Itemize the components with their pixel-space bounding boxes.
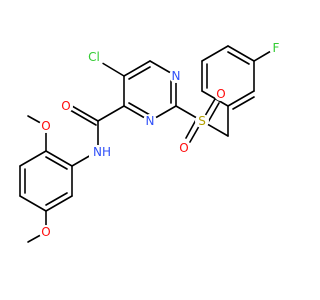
sulfonyl-oxygen-2-label: O (216, 87, 225, 101)
label-bg-o-s2 (214, 87, 228, 101)
bond-camide-o (71, 105, 99, 122)
bond-c5-c6-inner (128, 66, 151, 80)
bond-fph-3-inner (227, 51, 250, 65)
label-bg-n1 (169, 69, 183, 83)
bond-n3-c4-inner (128, 102, 151, 116)
bond-c4-camide (97, 105, 125, 122)
para-methoxy-oxygen-label: O (41, 225, 50, 239)
label-bg-o-s1 (177, 141, 191, 155)
bond-s-o2-double (206, 102, 220, 125)
bond-c5-c6 (123, 60, 151, 77)
bond-dmp-1-inner (45, 156, 68, 170)
bond-dmp-2 (19, 150, 47, 167)
bond-camide-o-double (69, 109, 97, 126)
bond-c-f (253, 50, 272, 62)
bond-fph-1-inner (232, 96, 255, 110)
label-bg-n3 (143, 114, 157, 128)
atom-label-layer: Cl N N S O O F O NH O O (39, 41, 283, 239)
bond-fph-1 (227, 90, 255, 107)
bond-layer (19, 45, 272, 243)
fluorine-label: F (273, 41, 280, 55)
bond-c5-cl (98, 60, 125, 77)
bond-fph-4 (201, 45, 229, 62)
ortho-methoxy-oxygen-label: O (41, 119, 50, 133)
label-bg-o-ome2 (39, 225, 53, 239)
bond-dmp-4 (19, 195, 47, 212)
pyrimidine-n1-label: N (172, 69, 181, 83)
label-bg-o-amide (59, 99, 73, 113)
label-bg-cl (84, 48, 104, 68)
pyrimidine-n3-label: N (146, 114, 155, 128)
bond-dmp-5 (45, 195, 73, 212)
label-bg-s (195, 114, 209, 128)
label-bg-o-ome1 (39, 119, 53, 133)
amide-oxygen-label: O (61, 99, 70, 113)
bond-fph-3 (227, 45, 255, 62)
bond-dmp-1 (45, 150, 73, 167)
chlorine-label: Cl (88, 50, 100, 64)
sulfur-label: S (198, 114, 206, 128)
bond-fph-6 (201, 90, 229, 107)
label-bg-nh (89, 145, 113, 159)
label-bg-f (269, 41, 283, 55)
amide-nh-label: NH (93, 145, 111, 159)
molecule-structure-diagram: Cl N N S O O F O NH O O (19, 41, 283, 243)
bond-dmp-5-inner (45, 192, 68, 206)
sulfonyl-oxygen-1-label: O (179, 141, 188, 155)
